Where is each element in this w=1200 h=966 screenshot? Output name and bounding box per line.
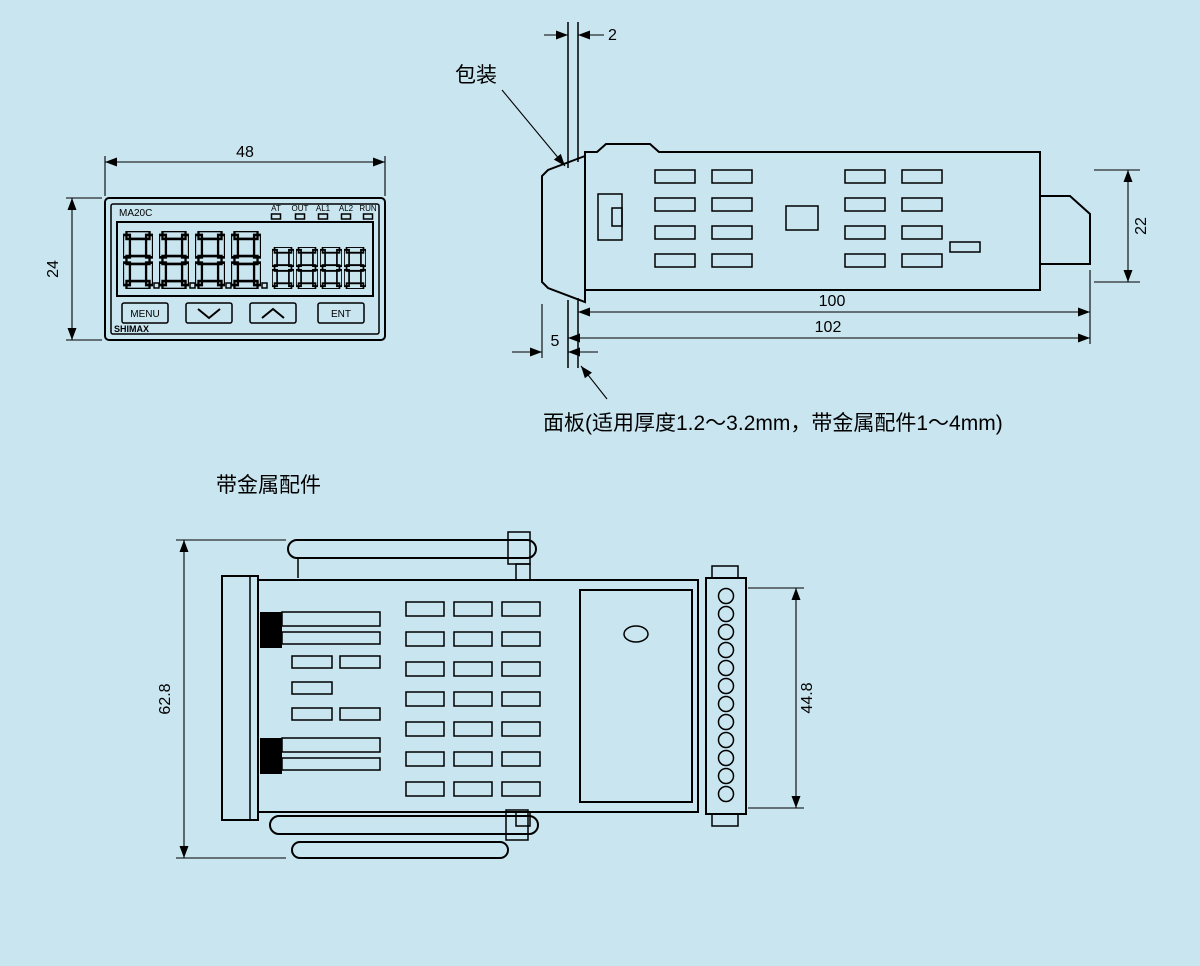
indicator-al2-label: AL2 bbox=[339, 204, 354, 213]
plate-hole bbox=[623, 625, 649, 643]
side-bezel bbox=[541, 154, 586, 304]
dim-62-8-label: 62.8 bbox=[157, 683, 174, 714]
rear-terminal-cover bbox=[1039, 195, 1091, 265]
dim-overall-height: 62.8 bbox=[157, 539, 286, 859]
fitting-title: 带金属配件 bbox=[216, 474, 321, 497]
indicator-run-label: RUN bbox=[359, 204, 377, 213]
menu-button bbox=[121, 302, 169, 324]
up-arrow-icon bbox=[261, 307, 285, 319]
fitting-view: 带金属配件 bbox=[157, 474, 816, 859]
bottom-vent-slots bbox=[405, 601, 541, 797]
brand-label: SHIMAX bbox=[114, 324, 149, 334]
panel-note-leader-line bbox=[580, 365, 608, 400]
decimal-point bbox=[225, 282, 232, 289]
latch-notch bbox=[611, 207, 623, 227]
indicator-at-lamp bbox=[270, 213, 282, 220]
dim-terminal-height: 44.8 bbox=[748, 587, 816, 809]
indicator-at-label: AT bbox=[271, 204, 281, 213]
terminal-block bbox=[705, 565, 747, 827]
menu-button-label: MENU bbox=[130, 309, 159, 320]
dim-front-height: 24 bbox=[45, 197, 102, 341]
indicator-out-label: OUT bbox=[292, 204, 309, 213]
side-plate bbox=[579, 589, 693, 803]
dim-100-label: 100 bbox=[819, 293, 846, 310]
down-button bbox=[185, 302, 233, 324]
dim-body-depth: 100 bbox=[578, 270, 1091, 344]
display-window bbox=[116, 221, 374, 297]
dim-rear-height: 22 bbox=[1094, 169, 1150, 283]
dim-48-label: 48 bbox=[236, 144, 254, 161]
decimal-point bbox=[189, 282, 196, 289]
fitting-body bbox=[257, 579, 699, 813]
down-arrow-icon bbox=[197, 308, 221, 320]
dim-102-label: 102 bbox=[815, 319, 842, 336]
ent-button bbox=[317, 302, 365, 324]
dim-5-label: 5 bbox=[551, 333, 560, 350]
bottom-spring-fitting bbox=[269, 809, 539, 859]
indicator-al2-lamp bbox=[340, 213, 352, 220]
dim-front-width: 48 bbox=[104, 144, 386, 196]
model-label: MA20C bbox=[119, 208, 152, 219]
front-buttons: MENU ENT bbox=[121, 302, 365, 324]
fitting-prongs bbox=[260, 611, 381, 774]
top-spring-fitting bbox=[287, 531, 537, 581]
dim-44-8-label: 44.8 bbox=[799, 682, 816, 713]
dim-total-depth: 102 bbox=[568, 319, 1090, 343]
ent-button-label: ENT bbox=[331, 309, 351, 320]
front-view: MA20C AT OUT AL1 AL2 RUN bbox=[45, 144, 386, 341]
indicator-out-lamp bbox=[294, 213, 306, 220]
front-panel-outline bbox=[104, 197, 386, 341]
dim-panel-thickness: 2 bbox=[544, 27, 617, 44]
dim-2-label: 2 bbox=[608, 27, 617, 44]
indicator-labels: AT OUT AL1 AL2 RUN bbox=[270, 204, 377, 220]
packaging-leader-line bbox=[501, 89, 566, 167]
up-button bbox=[249, 302, 297, 324]
panel-note-label: 面板(适用厚度1.2～3.2mm，带金属配件1～4mm) bbox=[543, 412, 1003, 435]
side-body bbox=[584, 143, 1041, 291]
indicator-al1-label: AL1 bbox=[316, 204, 331, 213]
decimal-point bbox=[261, 282, 268, 289]
packaging-label: 包装 bbox=[455, 64, 497, 87]
side-vent-slots bbox=[654, 169, 981, 268]
dim-bezel-depth: 5 bbox=[512, 304, 598, 358]
indicator-run-lamp bbox=[362, 213, 374, 220]
side-view: 2 包装 bbox=[455, 22, 1150, 435]
dim-24-label: 24 bbox=[45, 260, 62, 278]
decimal-point bbox=[153, 282, 160, 289]
indicator-al1-lamp bbox=[317, 213, 329, 220]
front-panel-inner bbox=[110, 203, 380, 335]
seven-segment-display bbox=[116, 221, 374, 297]
dim-22-label: 22 bbox=[1133, 217, 1150, 235]
